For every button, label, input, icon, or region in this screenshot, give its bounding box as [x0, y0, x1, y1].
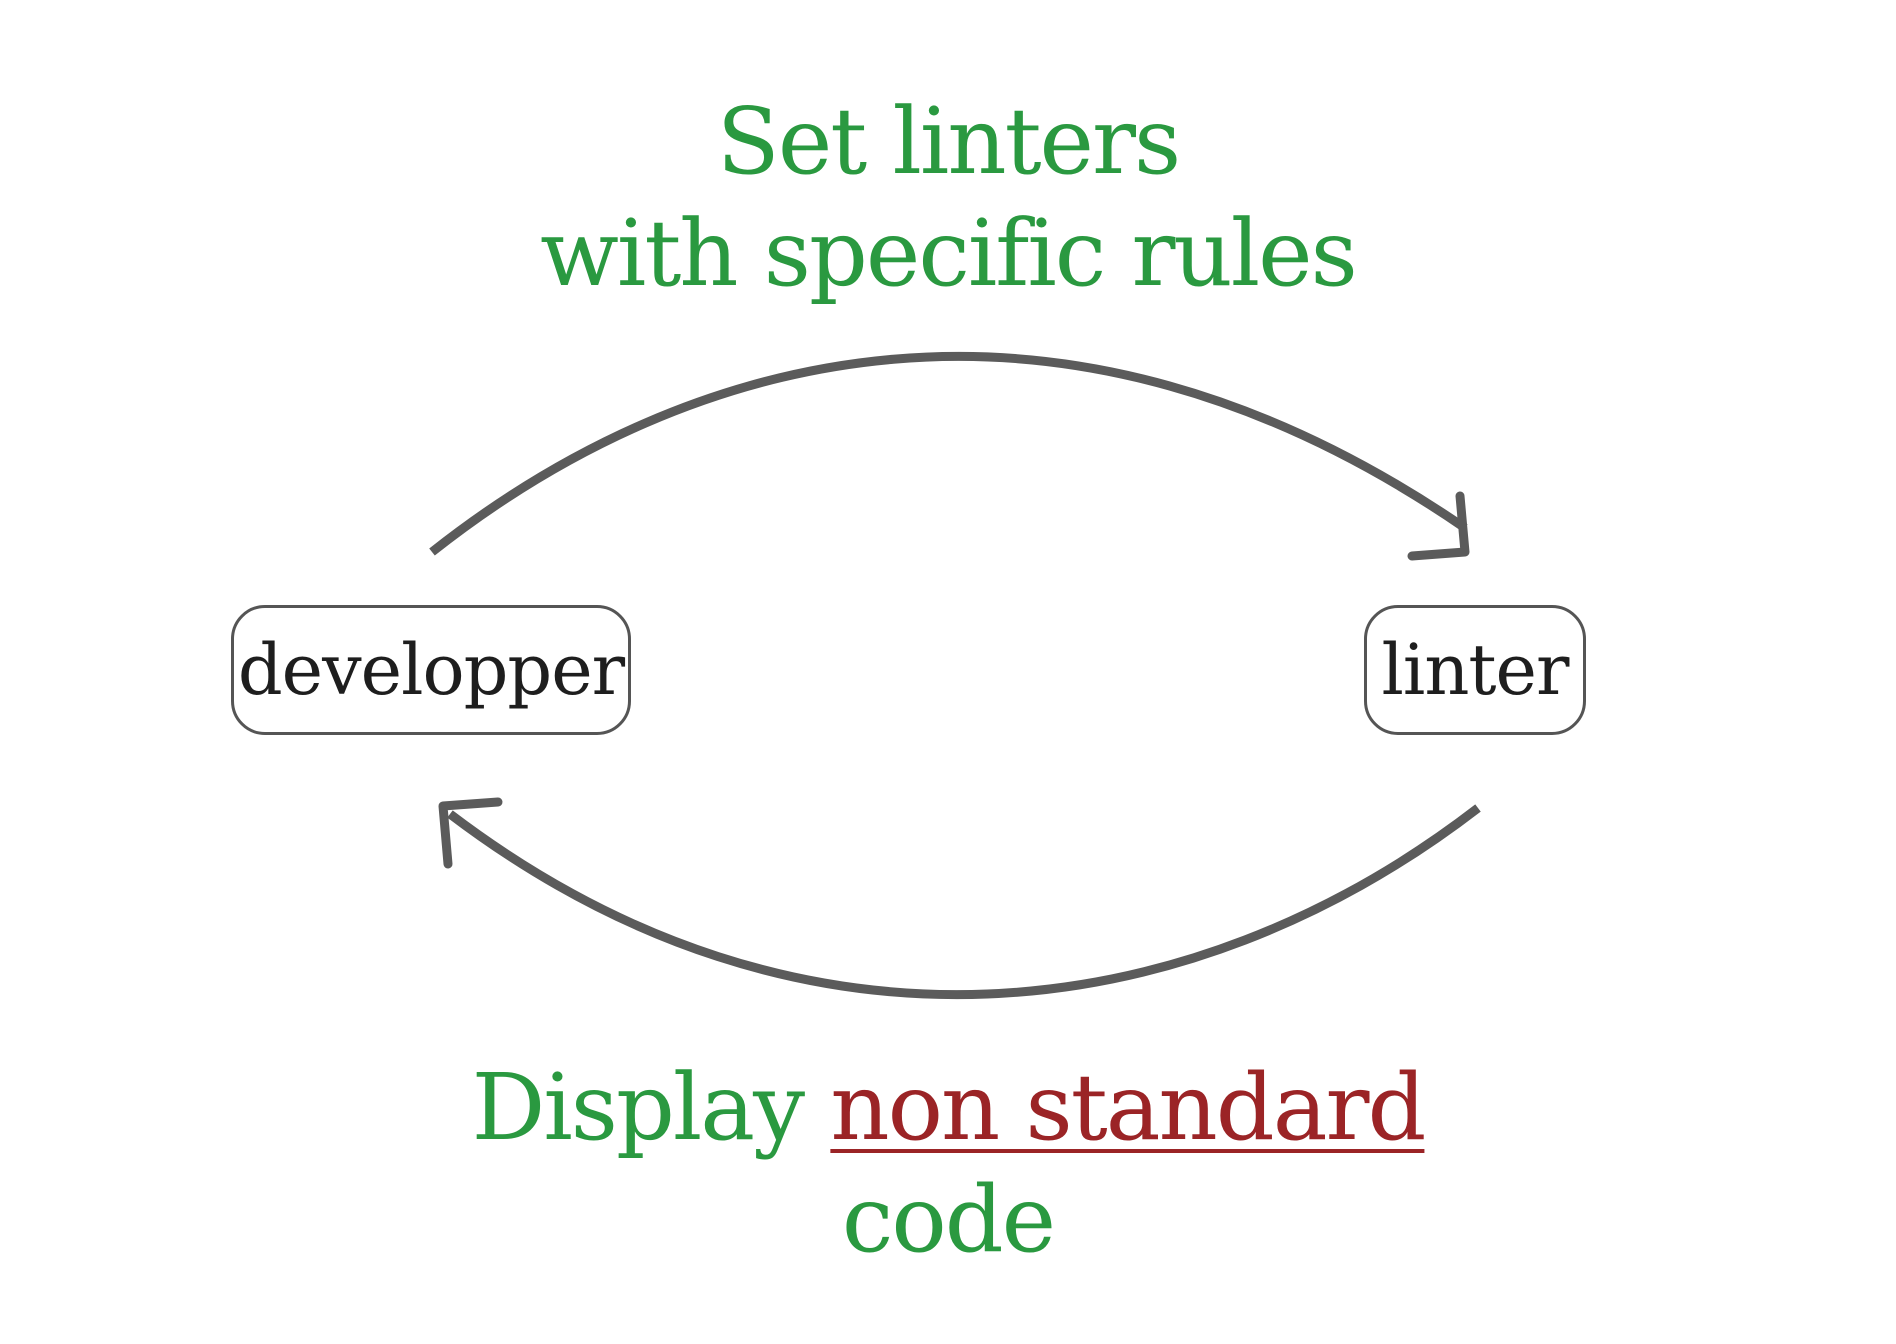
arrow-linter-to-developer [447, 804, 1481, 999]
bottom-label-emphasis: non standard [830, 1054, 1426, 1161]
developer-node: developper [231, 605, 631, 735]
top-edge-label: Set linters with specific rules [0, 86, 1896, 310]
top-label-line-2: with specific rules [540, 200, 1358, 307]
linter-node: linter [1364, 605, 1586, 735]
bottom-label-line-1: Display non standard [0, 1052, 1896, 1164]
bottom-edge-label: Display non standard code [0, 1052, 1896, 1276]
arrowhead-left [438, 797, 503, 869]
top-label-line-1: Set linters [716, 88, 1181, 195]
linter-node-label: linter [1381, 629, 1570, 711]
developer-node-label: developper [237, 629, 625, 711]
bottom-label-line-2: code [841, 1166, 1056, 1273]
arrow-developer-to-linter [429, 352, 1468, 556]
bottom-label-prefix: Display [471, 1054, 806, 1161]
arrowhead-right [1407, 491, 1470, 561]
